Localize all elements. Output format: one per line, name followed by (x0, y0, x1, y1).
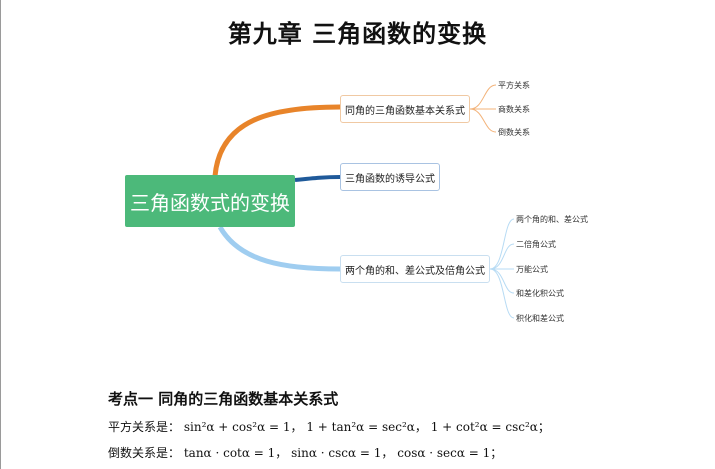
connector-branch-2 (294, 175, 341, 182)
connector-leaf-3-5 (489, 268, 515, 319)
reciprocal-relations-label: 倒数关系是： (108, 446, 181, 460)
page-left-border (0, 0, 1, 469)
mindmap-leaf-universal-formula: 万能公式 (516, 265, 548, 274)
section-heading: 考点一 同角的三角函数基本关系式 (108, 390, 339, 408)
mindmap-leaf-double-angle: 二倍角公式 (516, 240, 556, 249)
square-relations-line: 平方关系是： sin²α + cos²α = 1， 1 + tan²α = se… (108, 418, 550, 435)
mindmap-leaf-square-relation: 平方关系 (498, 81, 530, 90)
mindmap-leaf-quotient-relation: 商数关系 (498, 105, 530, 114)
square-relations-label: 平方关系是： (108, 420, 181, 434)
connector-leaf-1-1 (469, 84, 497, 110)
formula-tan-cot: tanα · cotα = 1， (183, 446, 288, 460)
chapter-title: 第九章 三角函数的变换 (227, 20, 488, 48)
formula-sin-cos: sin²α + cos²α = 1， (183, 420, 303, 434)
mindmap-branch-induction: 三角函数的诱导公式 (340, 163, 440, 191)
formula-tan-sec: 1 + tan²α = sec²α， (306, 420, 427, 434)
connector-branch-1 (212, 104, 341, 177)
mindmap-root: 三角函数式的变换 (125, 175, 295, 227)
reciprocal-relations-line: 倒数关系是： tanα · cotα = 1， sinα · cscα = 1，… (108, 444, 502, 461)
formula-cos-sec: cosα · secα = 1； (397, 446, 503, 460)
mindmap-branch-sum-difference: 两个角的和、差公式及倍角公式 (340, 255, 490, 283)
mindmap-connectors (212, 84, 515, 319)
mindmap-leaf-sum-to-product: 和差化积公式 (516, 289, 564, 298)
mindmap-leaf-sum-diff-formula: 两个角的和、差公式 (516, 215, 588, 224)
connector-leaf-3-2 (489, 243, 515, 270)
mindmap-branch-same-angle: 同角的三角函数基本关系式 (340, 95, 470, 123)
connector-leaf-3-1 (489, 218, 515, 270)
mindmap-leaf-product-to-sum: 积化和差公式 (516, 314, 564, 323)
connector-leaf-1-3 (469, 108, 497, 133)
mindmap-leaf-reciprocal-relation: 倒数关系 (498, 128, 530, 137)
formula-sin-csc: sinα · cscα = 1， (291, 446, 394, 460)
connector-branch-3 (217, 225, 341, 272)
formula-cot-csc: 1 + cot²α = csc²α； (430, 420, 550, 434)
